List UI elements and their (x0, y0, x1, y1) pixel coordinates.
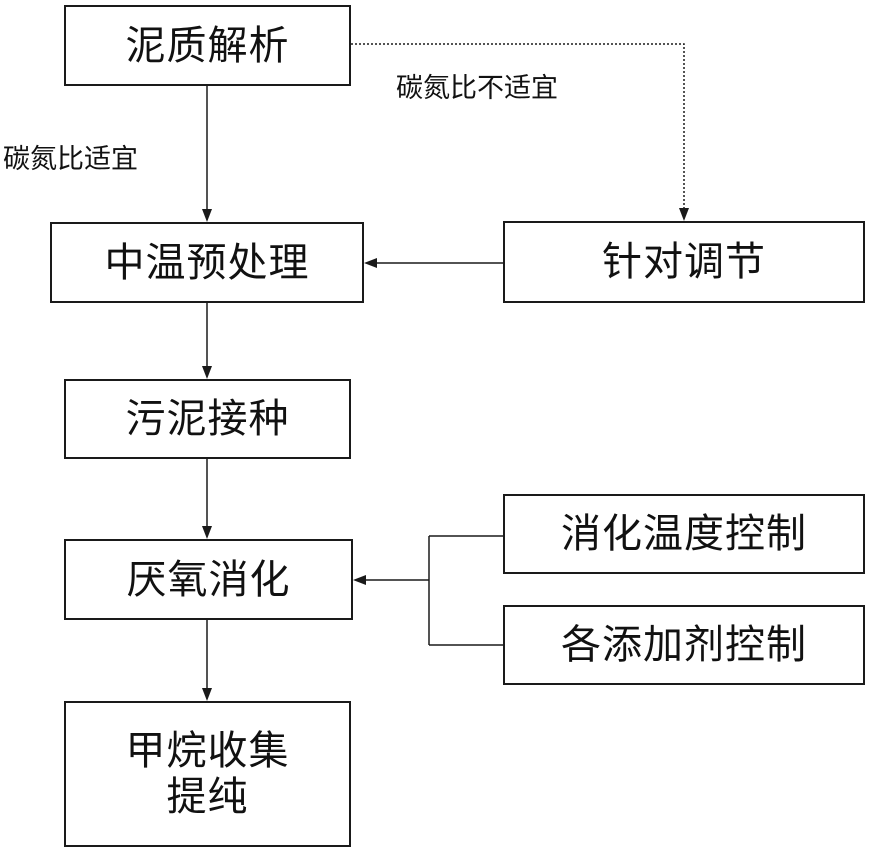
sludge-analysis-box: 泥质解析 (64, 5, 351, 86)
digestion-temperature-control-label: 消化温度控制 (561, 511, 807, 557)
arrowhead-pretreatment-right (364, 258, 377, 268)
methane-collection-purification-box: 甲烷收集 提纯 (64, 701, 351, 847)
additive-control-label: 各添加剂控制 (561, 622, 807, 668)
targeted-adjustment-label: 针对调节 (602, 239, 766, 285)
targeted-adjustment-box: 针对调节 (503, 221, 865, 303)
mesophilic-pretreatment-label: 中温预处理 (104, 239, 310, 286)
sludge-analysis-label: 泥质解析 (125, 22, 290, 69)
additive-control-box: 各添加剂控制 (503, 605, 865, 685)
mesophilic-pretreatment-box: 中温预处理 (50, 222, 364, 303)
digestion-temperature-control-box: 消化温度控制 (503, 494, 865, 574)
cn-ratio-suitable-label: 碳氮比适宜 (3, 144, 138, 175)
arrowhead-adjustment-top (679, 208, 689, 221)
arrow-analysis-to-adjustment (351, 43, 685, 210)
arrowhead-pretreatment-top (202, 209, 212, 222)
sludge-inoculation-label: 污泥接种 (125, 396, 290, 442)
cn-ratio-unsuitable-label: 碳氮比不适宜 (396, 73, 558, 104)
anaerobic-digestion-label: 厌氧消化 (126, 556, 291, 603)
arrowhead-digestion-right (353, 575, 366, 585)
anaerobic-digestion-box: 厌氧消化 (64, 539, 353, 620)
arrowhead-digestion-top (202, 526, 212, 539)
arrowhead-methane-top (202, 688, 212, 701)
sludge-inoculation-box: 污泥接种 (64, 379, 351, 459)
purification-label: 提纯 (166, 774, 249, 820)
arrowhead-inoculation-top (202, 366, 212, 379)
methane-collection-label: 甲烷收集 (125, 728, 290, 774)
